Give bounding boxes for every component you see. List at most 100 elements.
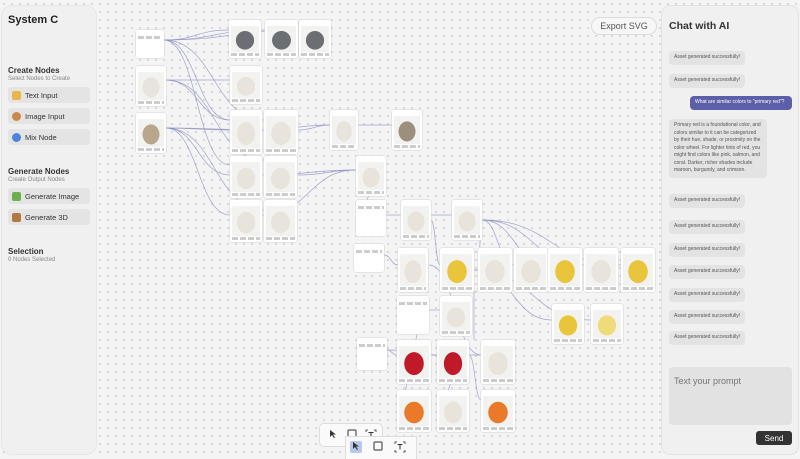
node-text-placeholder bbox=[359, 344, 385, 347]
chat-message: Asset generated successfully! bbox=[669, 265, 746, 279]
generate-nodes-title: Generate Nodes bbox=[8, 167, 70, 176]
generate-3d-button[interactable]: Generate 3D bbox=[8, 209, 90, 225]
box-icon bbox=[12, 212, 21, 222]
prompt-input[interactable] bbox=[674, 376, 787, 386]
text-tool-secondary-icon[interactable] bbox=[394, 441, 406, 453]
image-node[interactable] bbox=[299, 20, 331, 58]
node-thumbnail bbox=[516, 254, 546, 286]
image-node[interactable] bbox=[392, 110, 422, 150]
image-node[interactable] bbox=[264, 156, 297, 198]
node-thumbnail bbox=[231, 26, 259, 52]
node-caption-placeholder bbox=[550, 287, 580, 290]
node-caption-placeholder bbox=[454, 235, 480, 238]
node-caption-placeholder bbox=[394, 145, 420, 148]
rectangle-tool-secondary-icon[interactable] bbox=[372, 441, 384, 453]
export-svg-button[interactable]: Export SVG bbox=[591, 17, 657, 35]
image-node[interactable] bbox=[230, 66, 262, 104]
node-caption-placeholder bbox=[231, 53, 259, 56]
text-input-button[interactable]: Text Input bbox=[8, 87, 90, 103]
image-node[interactable] bbox=[330, 110, 358, 150]
node-thumbnail bbox=[399, 346, 429, 378]
image-node[interactable] bbox=[356, 156, 386, 196]
node-thumbnail bbox=[403, 206, 429, 234]
chat-message: Asset generated successfully! bbox=[669, 194, 746, 208]
node-thumbnail bbox=[439, 346, 467, 378]
image-node[interactable] bbox=[452, 200, 482, 240]
text-node[interactable] bbox=[397, 296, 429, 334]
node-thumbnail bbox=[232, 116, 260, 148]
node-caption-placeholder bbox=[593, 339, 621, 342]
image-node[interactable] bbox=[401, 200, 431, 240]
text-node[interactable] bbox=[357, 338, 387, 370]
image-node[interactable] bbox=[591, 304, 623, 344]
image-node[interactable] bbox=[265, 20, 298, 58]
image-node[interactable] bbox=[548, 248, 582, 292]
image-node[interactable] bbox=[397, 390, 431, 432]
image-node[interactable] bbox=[229, 20, 261, 58]
node-thumbnail bbox=[399, 396, 429, 426]
image-node[interactable] bbox=[552, 304, 584, 344]
text-node[interactable] bbox=[354, 244, 384, 272]
node-thumbnail bbox=[232, 206, 260, 236]
image-node[interactable] bbox=[481, 390, 515, 432]
image-node[interactable] bbox=[264, 200, 297, 242]
image-node[interactable] bbox=[437, 340, 469, 384]
image-node[interactable] bbox=[514, 248, 548, 292]
edge-connector bbox=[386, 349, 398, 356]
edge-connector bbox=[165, 127, 231, 176]
image-node[interactable] bbox=[230, 156, 262, 198]
node-thumbnail bbox=[394, 116, 420, 144]
send-button[interactable]: Send bbox=[756, 431, 792, 445]
node-caption-placeholder bbox=[516, 287, 546, 290]
node-thumbnail bbox=[483, 396, 513, 426]
image-node[interactable] bbox=[136, 66, 166, 106]
image-node[interactable] bbox=[397, 340, 431, 384]
node-caption-placeholder bbox=[301, 53, 329, 56]
image-node[interactable] bbox=[440, 248, 474, 292]
text-input-label: Text Input bbox=[25, 90, 58, 100]
node-thumbnail bbox=[480, 254, 510, 286]
node-thumbnail bbox=[623, 254, 653, 286]
text-node[interactable] bbox=[356, 200, 386, 236]
mix-node-label: Mix Node bbox=[25, 132, 57, 142]
chat-title: Chat with AI bbox=[669, 20, 730, 32]
image-node[interactable] bbox=[136, 113, 166, 153]
node-thumbnail bbox=[138, 72, 164, 100]
node-thumbnail bbox=[400, 254, 426, 286]
image-node[interactable] bbox=[478, 248, 512, 292]
image-node[interactable] bbox=[230, 110, 262, 154]
generate-nodes-subtitle: Create Output Nodes bbox=[8, 177, 65, 183]
node-text-placeholder bbox=[399, 302, 427, 305]
chat-message: Asset generated successfully! bbox=[669, 310, 746, 324]
image-input-button[interactable]: Image Input bbox=[8, 108, 90, 124]
node-thumbnail bbox=[442, 254, 472, 286]
image-node[interactable] bbox=[437, 390, 469, 432]
image-node[interactable] bbox=[440, 296, 472, 336]
image-node[interactable] bbox=[584, 248, 618, 292]
prompt-box[interactable] bbox=[669, 367, 792, 425]
left-panel: System C Create Nodes Select Nodes to Cr… bbox=[2, 6, 96, 454]
edge-connector bbox=[163, 39, 231, 166]
generate-image-button[interactable]: Generate Image bbox=[8, 188, 90, 204]
generate-3d-label: Generate 3D bbox=[25, 212, 68, 222]
pencil-icon bbox=[12, 90, 21, 100]
node-caption-placeholder bbox=[232, 237, 260, 240]
mix-node-button[interactable]: Mix Node bbox=[8, 129, 90, 145]
pointer-tool-active-icon[interactable] bbox=[350, 441, 362, 453]
image-node[interactable] bbox=[621, 248, 655, 292]
node-caption-placeholder bbox=[483, 379, 513, 382]
text-tool-icon[interactable] bbox=[365, 429, 377, 441]
image-node[interactable] bbox=[230, 200, 262, 242]
create-nodes-subtitle: Select Nodes to Create bbox=[8, 76, 71, 82]
pointer-tool-icon[interactable] bbox=[327, 429, 339, 441]
palette-icon bbox=[12, 111, 21, 121]
create-nodes-title: Create Nodes bbox=[8, 66, 60, 75]
node-thumbnail bbox=[266, 116, 296, 148]
node-caption-placeholder bbox=[586, 287, 616, 290]
image-node[interactable] bbox=[398, 248, 428, 292]
node-thumbnail bbox=[138, 119, 164, 147]
image-node[interactable] bbox=[481, 340, 515, 384]
text-node[interactable] bbox=[136, 30, 164, 58]
image-node[interactable] bbox=[264, 110, 298, 154]
node-thumbnail bbox=[267, 26, 296, 52]
